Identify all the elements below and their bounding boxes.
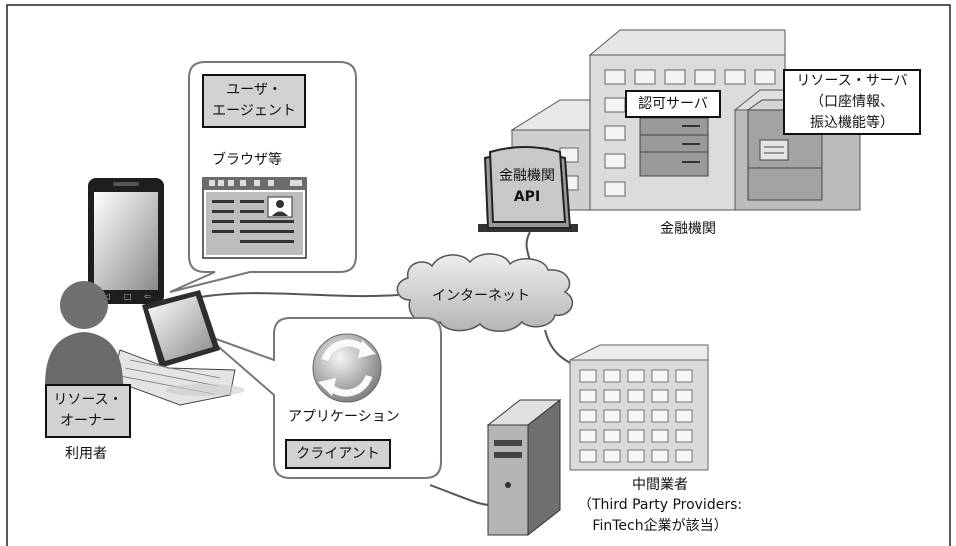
resource-server-line1: リソース・サーバ bbox=[796, 72, 908, 89]
resource-owner-line2: オーナー bbox=[60, 413, 116, 429]
user-label: 利用者 bbox=[65, 446, 107, 462]
user-agent-line2: エージェント bbox=[212, 103, 296, 119]
bank-label: 金融機関 bbox=[660, 221, 716, 237]
resource-owner-line1: リソース・ bbox=[53, 392, 123, 408]
intermediary-line2: （Third Party Providers: bbox=[577, 497, 743, 514]
bank-api-line2: API bbox=[513, 189, 541, 205]
bank-api-line1: 金融機関 bbox=[499, 168, 555, 184]
browser-window bbox=[202, 177, 307, 259]
bank-api-label: 金融機関 API bbox=[494, 166, 560, 208]
intermediary-label: 中間業者 （Third Party Providers: FinTech企業が該… bbox=[560, 475, 760, 536]
application-bubble bbox=[204, 317, 442, 479]
auth-server-label-box: 認可サーバ bbox=[625, 90, 721, 118]
tower-server bbox=[486, 398, 562, 537]
client-label-box: クライアント bbox=[285, 439, 391, 469]
resource-server-label-box: リソース・サーバ （口座情報、 振込機能等） bbox=[783, 69, 921, 135]
svg-text:◁: ◁ bbox=[103, 292, 110, 301]
smartphone-icon: ◁ □ ⇦ bbox=[88, 178, 164, 304]
client-label: クライアント bbox=[296, 445, 380, 462]
line-user-to-internet bbox=[184, 292, 399, 301]
bank-api-gate bbox=[478, 146, 578, 232]
auth-server-label: 認可サーバ bbox=[638, 95, 708, 112]
internet-cloud bbox=[396, 253, 574, 332]
line-client-to-server bbox=[429, 484, 491, 506]
intermediary-line3: FinTech企業が該当） bbox=[592, 517, 728, 534]
user-agent-line1: ユーザ・ bbox=[226, 82, 282, 98]
intermediary-line1: 中間業者 bbox=[632, 477, 688, 493]
resource-owner-label-box: リソース・ オーナー bbox=[45, 384, 131, 438]
internet-label: インターネット bbox=[432, 288, 530, 304]
browser-label: ブラウザ等 bbox=[212, 152, 282, 168]
user-agent-label-box: ユーザ・ エージェント bbox=[202, 74, 306, 128]
outer-frame bbox=[6, 4, 951, 546]
resource-server-line3: 振込機能等） bbox=[810, 114, 894, 131]
intermediary-building bbox=[569, 344, 709, 471]
auth-server-rack bbox=[639, 117, 709, 177]
laptop-icon bbox=[111, 290, 245, 406]
application-label: アプリケーション bbox=[288, 409, 400, 425]
refresh-icon bbox=[312, 333, 382, 403]
resource-server-line2: （口座情報、 bbox=[810, 93, 894, 110]
svg-text:⇦: ⇦ bbox=[144, 292, 151, 301]
person-icon bbox=[45, 281, 123, 385]
svg-text:□: □ bbox=[124, 292, 132, 301]
